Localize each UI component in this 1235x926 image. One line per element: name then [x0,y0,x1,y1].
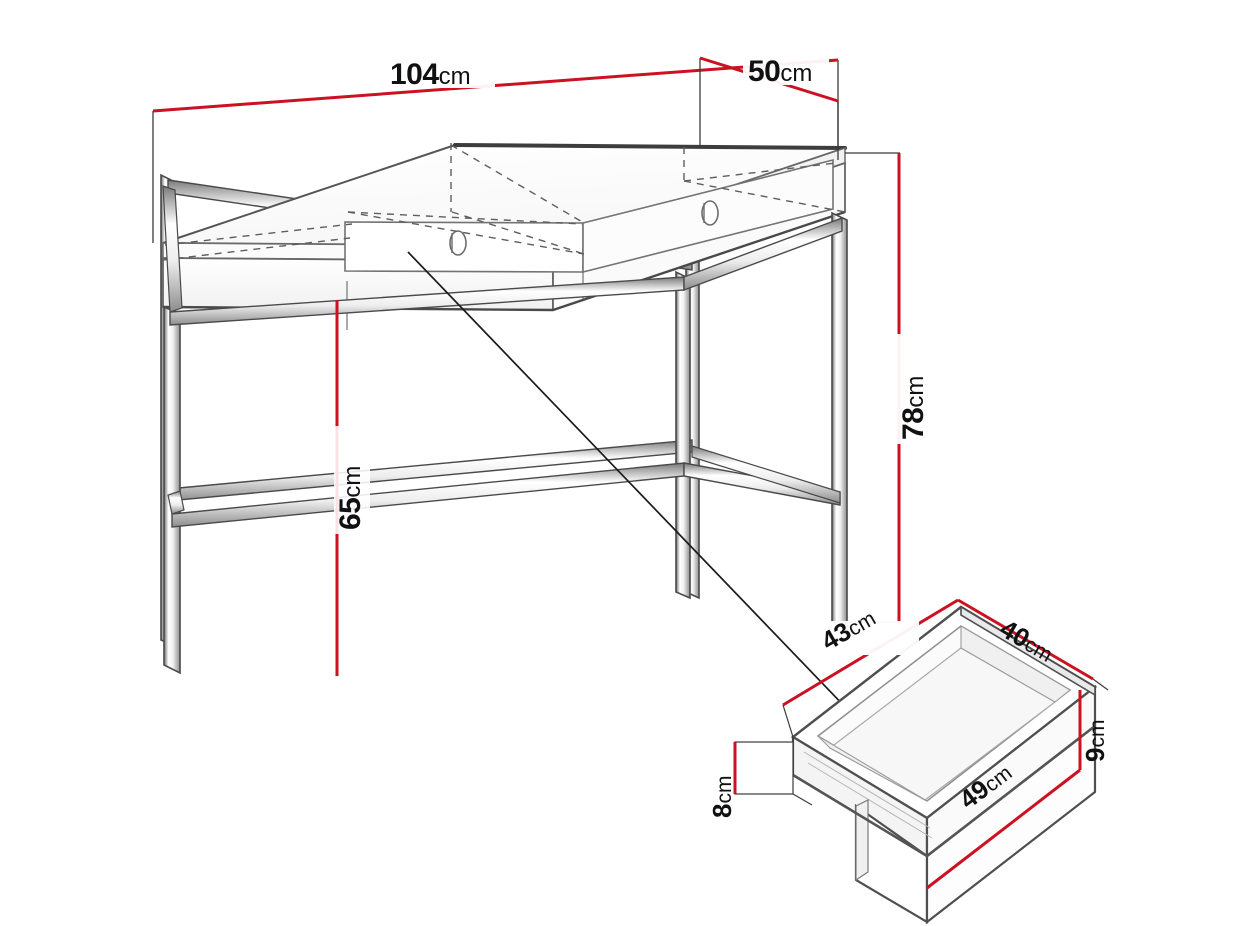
label-desk-height: 78cm [897,376,930,440]
hidden-construction-lines [162,143,846,261]
desk-metal-frame-front [162,185,848,675]
callout-box-front-height [734,741,794,795]
stretcher-side-right [691,445,841,504]
leg-front-left [163,305,181,675]
dim-line-desk-width [152,58,839,113]
hidden-diag-c [347,211,585,255]
label-drawer-front-height: 8cm [707,776,737,818]
rail-front-top-right [683,216,843,292]
drawer-wall-left-inner [817,735,928,802]
dim-label-bg-height [897,334,933,444]
drawer-bottom-shade-line [792,724,1096,858]
desk-assembly [160,143,848,675]
dimension-desk-depth: 50cm [699,51,839,160]
dim-line-drawer-width [957,598,1094,681]
ext-line-drawer-depth-a [782,704,794,738]
drawer-wall-back-right [960,605,1096,697]
hidden-diag-d [347,211,583,225]
leg-front-right [831,211,848,632]
dim-label-bg-clearance [334,426,370,534]
ext-line-drawer-h-top [1092,678,1109,691]
dim-label-bg-drawer-depth [823,621,919,655]
hidden-diag-b [451,211,585,255]
dimension-drawer-front-height: 8cm [707,737,813,818]
drawer-fronts [344,158,834,274]
dimension-drawer-inner-height: 9cm [1078,678,1110,770]
dim-line-drawer-front-width [926,768,1081,890]
dimension-clearance-height: 65cm [334,300,370,676]
hidden-left-rail-2 [164,223,353,246]
drawer-wall-right-inner [960,625,1071,703]
label-drawer-inner-height: 9cm [1080,720,1110,762]
label-clearance-height: 65cm [334,466,367,530]
ext-line-front-height-b [792,793,813,806]
hidden-left-rail [162,237,351,261]
hidden-diag-e [683,180,846,213]
drawer-handle-1[interactable] [449,230,467,256]
leg-center [675,270,691,600]
drawer-detail-assembly [790,605,1098,925]
drawer-handle-2[interactable] [701,200,719,226]
label-desk-width: 104cm [390,58,471,91]
drawer-front-panel-return [855,799,869,882]
dim-label-bg-depth [743,51,829,85]
desk-top-back-edge [453,143,847,150]
label-desk-depth: 50cm [748,55,812,88]
drawer-line-b [807,762,933,839]
dimension-desk-width: 104cm [152,52,839,243]
rail-side-left-top [162,185,183,313]
dim-label-bg-width [383,52,495,88]
stretcher-side-left [167,490,185,515]
drawer-line-a [803,751,931,829]
